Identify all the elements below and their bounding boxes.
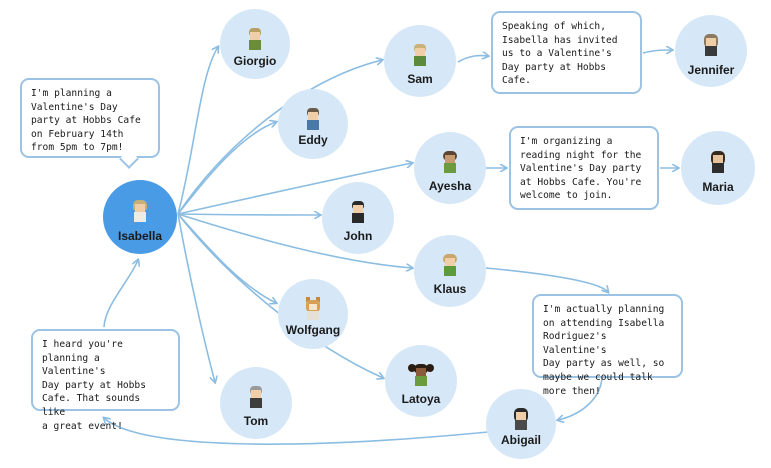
node-maria: Maria — [681, 131, 755, 205]
edge-isabella-giorgio — [177, 47, 218, 215]
node-john: John — [322, 182, 394, 254]
node-giorgio: Giorgio — [220, 9, 290, 79]
ayesha-avatar-icon — [443, 151, 457, 174]
node-wolfgang: Wolfgang — [278, 279, 348, 349]
speech-bubble-abigail: I heard you're planning a Valentine's Da… — [31, 329, 180, 432]
abigail-avatar-icon — [514, 407, 528, 430]
edge-isabella-tom — [177, 213, 215, 382]
sam-avatar-icon — [414, 44, 426, 67]
maria-avatar-icon — [711, 150, 725, 173]
latoya-avatar-icon — [408, 364, 434, 387]
edge-bubble-abigail — [558, 377, 603, 420]
wolfgang-avatar-icon — [306, 296, 320, 320]
node-label-tom: Tom — [243, 414, 269, 428]
node-label-wolfgang: Wolfgang — [285, 323, 341, 337]
giorgio-avatar-icon — [249, 27, 261, 50]
edge-abigail-isabella — [104, 418, 489, 445]
node-label-isabella: Isabella — [117, 229, 163, 243]
edge-isabella-ayesha — [177, 163, 412, 215]
edge-isabella-eddy — [177, 122, 276, 215]
node-label-jennifer: Jennifer — [687, 63, 735, 77]
edge-klaus-bubble — [485, 267, 608, 292]
edge-isabella-john — [177, 214, 320, 215]
node-klaus: Klaus — [414, 235, 486, 307]
isabella-avatar-icon — [133, 199, 147, 222]
node-isabella: Isabella — [103, 180, 177, 254]
node-ayesha: Ayesha — [414, 132, 486, 204]
node-label-sam: Sam — [407, 72, 433, 86]
node-label-ayesha: Ayesha — [428, 179, 472, 193]
node-label-maria: Maria — [702, 180, 734, 194]
edge-isabella-klaus — [177, 213, 412, 268]
node-eddy: Eddy — [278, 89, 348, 159]
klaus-avatar-icon — [443, 254, 457, 277]
edge-sam-bubble — [457, 56, 488, 63]
node-tom: Tom — [220, 367, 292, 439]
node-label-abigail: Abigail — [500, 433, 541, 447]
speech-bubble-ayesha: I'm organizing a reading night for the V… — [509, 126, 659, 210]
speech-bubble-klaus: I'm actually planning on attending Isabe… — [532, 294, 683, 397]
node-sam: Sam — [384, 25, 456, 97]
jennifer-avatar-icon — [704, 34, 718, 57]
edge-isabella-latoya — [177, 213, 383, 378]
speech-bubble-sam: Speaking of which, Isabella has invited … — [491, 11, 642, 94]
node-label-giorgio: Giorgio — [233, 54, 277, 68]
node-label-klaus: Klaus — [433, 282, 467, 296]
node-label-eddy: Eddy — [298, 133, 328, 147]
node-jennifer: Jennifer — [675, 15, 747, 87]
node-label-john: John — [343, 229, 373, 243]
edge-bubble-jennifer — [642, 50, 672, 53]
john-avatar-icon — [352, 201, 364, 224]
edge-bubble-isabella — [103, 260, 138, 328]
node-abigail: Abigail — [486, 389, 556, 459]
node-latoya: Latoya — [385, 345, 457, 417]
node-label-latoya: Latoya — [401, 392, 441, 406]
speech-bubble-isabella: I'm planning a Valentine's Day party at … — [20, 78, 160, 158]
edge-isabella-sam — [177, 60, 382, 215]
eddy-avatar-icon — [307, 107, 319, 130]
tom-avatar-icon — [250, 386, 262, 409]
